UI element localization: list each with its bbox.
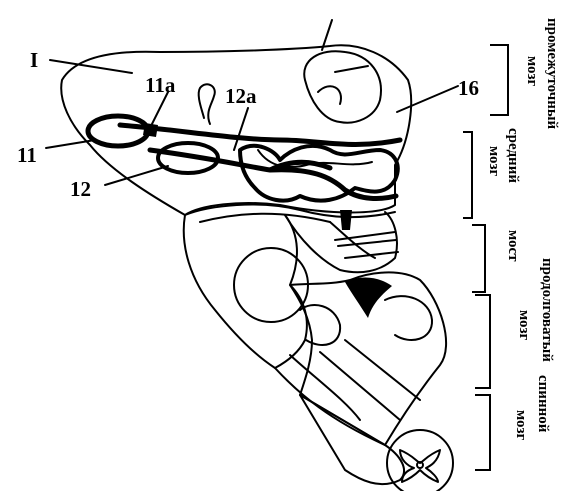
bracket-diencephalon xyxy=(490,45,508,115)
central-canal xyxy=(417,462,423,468)
peduncle-band xyxy=(185,205,395,222)
region-spinal-line1: спинной xyxy=(535,375,551,433)
aqueduct-fill xyxy=(340,210,352,230)
label-12a: 12а xyxy=(225,84,257,108)
fourth-ventricle-fill xyxy=(345,277,392,318)
region-diencephalon-line2: мозг xyxy=(524,56,540,87)
region-midbrain-line1: средний xyxy=(505,128,521,183)
grey-matter-butterfly xyxy=(400,450,440,482)
optic-hook xyxy=(199,84,215,124)
region-medulla-line1: продолговатый xyxy=(539,258,555,362)
region-midbrain-line2: мозг xyxy=(486,146,502,177)
epiphysis-inner xyxy=(318,66,368,104)
label-roman-one: I xyxy=(30,48,38,72)
label-11a: 11а xyxy=(145,73,176,97)
region-pons: мост xyxy=(505,230,521,262)
label-12: 12 xyxy=(70,177,91,201)
lobe-11 xyxy=(88,116,148,146)
bracket-pons xyxy=(472,225,485,292)
region-medulla-line2: мозг xyxy=(516,310,532,341)
bracket-spinal xyxy=(475,395,490,470)
leader-16 xyxy=(397,86,458,112)
tract-line-1 xyxy=(275,368,385,445)
pyramid-line xyxy=(320,340,420,420)
epiphysis-outline xyxy=(304,51,381,122)
region-spinal-line2: мозг xyxy=(513,410,529,441)
cerebellum-outline xyxy=(184,215,307,368)
label-16: 16 xyxy=(458,76,479,100)
leader-12a xyxy=(234,108,248,150)
leader-11a xyxy=(150,92,168,128)
label-11: 11 xyxy=(17,143,37,167)
bracket-medulla xyxy=(475,295,490,388)
region-diencephalon-line1: промежуточный xyxy=(544,18,560,130)
leader-roman-one xyxy=(50,60,132,73)
olive-right xyxy=(385,296,432,340)
bracket-midbrain xyxy=(463,132,472,218)
